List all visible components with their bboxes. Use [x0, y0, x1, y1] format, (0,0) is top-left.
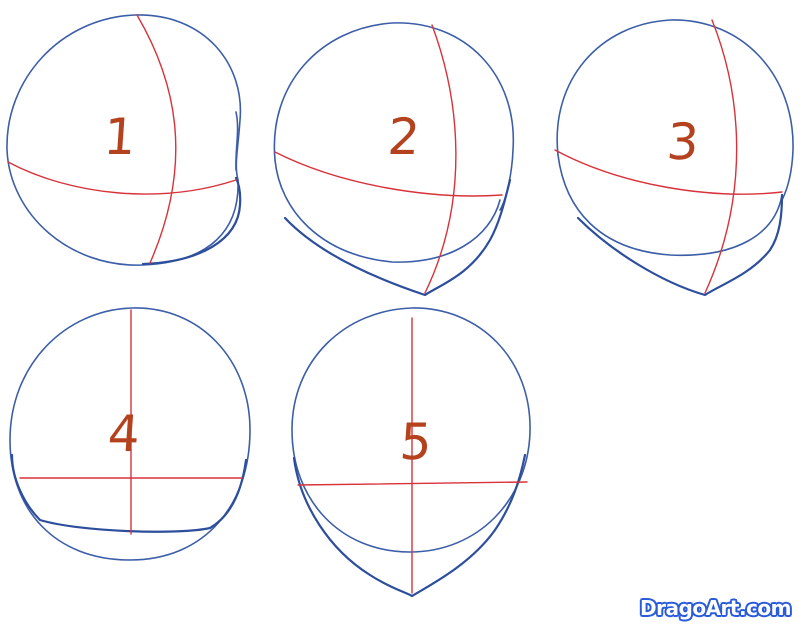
step-1-vertical-guide [136, 14, 177, 264]
step-4-number: 4 [105, 405, 142, 463]
step-1-head-circle [6, 14, 242, 266]
step-5-number: 5 [397, 413, 434, 471]
step-5-jaw-line [292, 453, 527, 598]
step-3-head-circle [556, 19, 794, 201]
step-4-jaw-line [10, 453, 248, 533]
step-3-head [554, 19, 794, 297]
step-2-head-circle [273, 22, 515, 211]
step-5-head [291, 307, 531, 598]
step-3-number: 3 [664, 113, 701, 171]
step-2-vertical-guide [424, 24, 457, 294]
step-2-lower-circle [274, 159, 501, 263]
step-3-vertical-guide [704, 19, 738, 294]
step-1-head [6, 14, 242, 266]
step-1-cheek-line [235, 111, 239, 171]
step-2-number: 2 [385, 108, 422, 166]
step-4-head [9, 307, 251, 561]
step-3-horizontal-guide [554, 149, 783, 195]
step-2-head [273, 22, 515, 297]
step-1-jaw-line [141, 176, 242, 266]
step-3-lower-circle [557, 154, 783, 257]
dragoart-watermark-logo: DragoArt.com [640, 596, 791, 620]
step-1-horizontal-guide [7, 161, 237, 195]
step-2-horizontal-guide [274, 151, 503, 197]
step-2-jaw-line [283, 178, 512, 297]
step-3-jaw-line [576, 193, 784, 297]
step-1-number: 1 [101, 108, 138, 166]
